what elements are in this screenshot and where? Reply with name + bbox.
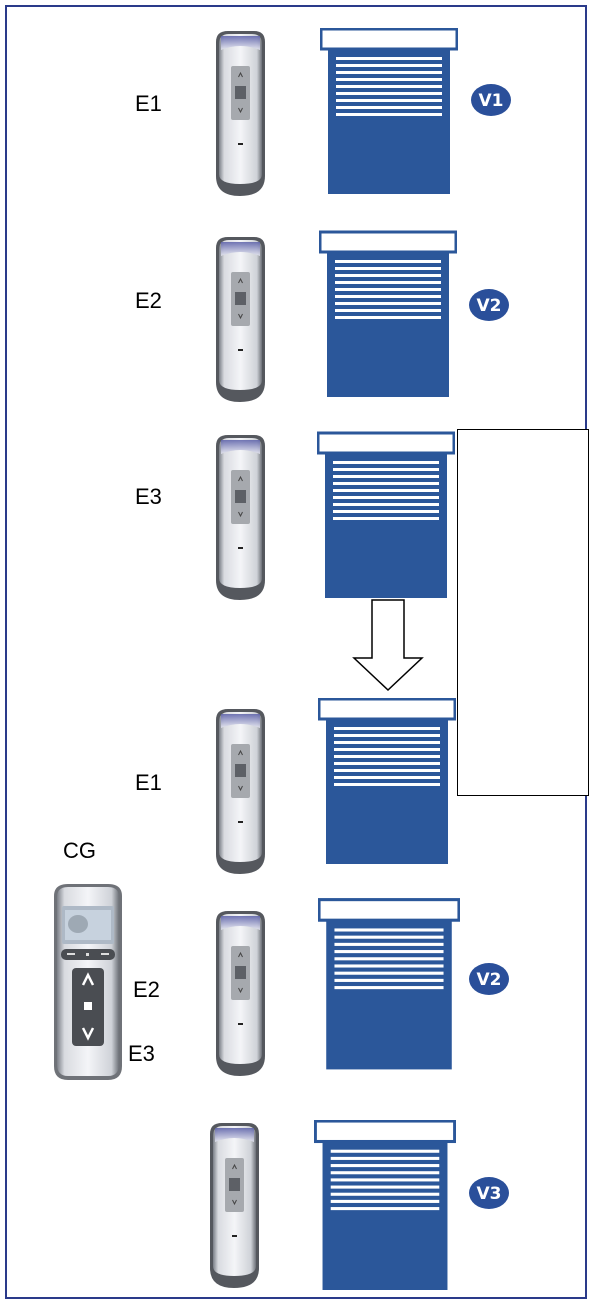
roller-shutter-v3-top — [317, 430, 455, 600]
roller-shutter-v2-bottom — [318, 898, 460, 1070]
roller-shutter-v3-bottom — [314, 1120, 456, 1290]
wall-switch-remote-e2 — [210, 234, 270, 404]
label-e3-bottom: E3 — [128, 1041, 155, 1066]
label-e3-top: E3 — [135, 484, 162, 509]
down-arrow — [352, 599, 424, 692]
wall-switch-remote-e1 — [210, 28, 270, 198]
wall-switch-remote-e2-bottom — [210, 908, 270, 1078]
badge-v1: V1 — [471, 84, 511, 116]
wall-switch-remote-v3 — [204, 1120, 264, 1290]
wall-switch-remote-e3 — [210, 432, 270, 602]
blank-text-box — [457, 429, 589, 796]
central-group-remote — [54, 884, 122, 1080]
wall-switch-remote-e1-bottom — [210, 706, 270, 876]
roller-shutter-v2-top — [319, 226, 457, 402]
label-e1-bottom: E1 — [135, 770, 162, 795]
label-e2-bottom: E2 — [133, 977, 160, 1002]
badge-v2-bottom-text: V2 — [477, 970, 502, 990]
badge-v2-bottom: V2 — [469, 963, 509, 995]
label-e1-top: E1 — [135, 91, 162, 116]
label-e2-top: E2 — [135, 288, 162, 313]
badge-v3-text: V3 — [477, 1184, 502, 1204]
label-cg: CG — [63, 838, 96, 863]
badge-v1-text: V1 — [479, 91, 504, 111]
badge-v2-top-text: V2 — [477, 296, 502, 316]
roller-shutter-v1 — [320, 28, 458, 194]
badge-v2-top: V2 — [469, 289, 509, 321]
badge-v3: V3 — [469, 1177, 509, 1209]
roller-shutter-v1-bottom — [318, 698, 456, 864]
